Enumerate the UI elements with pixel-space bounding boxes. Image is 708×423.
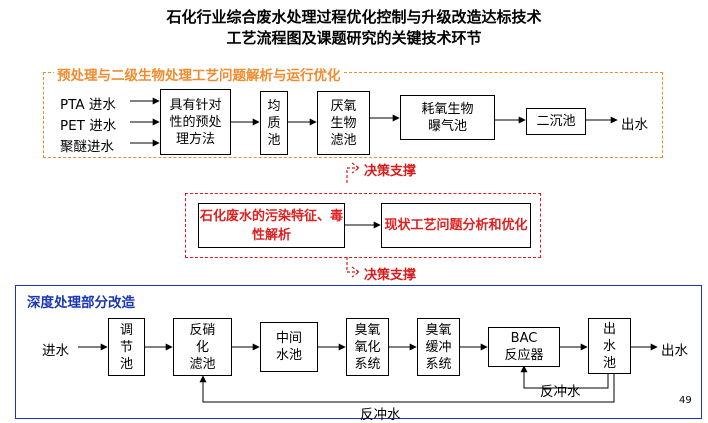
page-subtitle: 工艺流程图及课题研究的关键技术环节 xyxy=(226,29,482,47)
intermediate-tank-box: 中间水池 xyxy=(260,322,318,372)
backwash-small-line xyxy=(520,365,609,389)
polyether-inflow-label: 聚醚进水 xyxy=(60,139,114,155)
ozone-buffer-box: 臭氧缓冲系统 xyxy=(417,318,460,376)
pet-inflow-label: PET 进水 xyxy=(60,118,117,134)
ozone-oxidation-box: 臭氧氧化系统 xyxy=(346,318,389,376)
advanced-treatment-panel xyxy=(15,285,702,419)
pollution-characteristics-box: 石化废水的污染特征、毒性解析 xyxy=(198,203,345,248)
regulating-tank-box: 调节池 xyxy=(108,318,145,376)
advanced-treatment-panel-label: 深度处理部分改造 xyxy=(24,291,138,311)
decision-arrow-2 xyxy=(346,257,361,278)
anaerobic-filter-box: 厌氧生物滤池 xyxy=(317,91,370,155)
pretreatment-panel-label: 预处理与二级生物处理工艺问题解析与运行优化 xyxy=(54,64,344,84)
aerobic-aeration-tank-box: 耗氧生物曝气池 xyxy=(400,95,495,140)
process-analysis-box: 现状工艺问题分析和优化 xyxy=(381,203,531,248)
top-outflow-label: 出水 xyxy=(621,117,648,133)
pretreatment-method-box: 具有针对性的预处理方法 xyxy=(160,89,231,155)
bottom-outflow-label: 出水 xyxy=(661,343,688,359)
page-number: 49 xyxy=(679,395,692,406)
denitrification-filter-box: 反硝化滤池 xyxy=(173,318,232,376)
pretreatment-panel xyxy=(43,72,663,158)
decision-support-label-2: 决策支撑 xyxy=(364,268,417,283)
decision-arrow-1 xyxy=(346,162,361,183)
backwash-large-label: 反冲水 xyxy=(360,407,401,423)
page-title: 石化行业综合废水处理过程优化控制与升级改造达标技术 xyxy=(166,8,542,26)
equalization-tank-box: 均质池 xyxy=(260,91,288,155)
outflow-pool-box: 出水池 xyxy=(588,318,631,374)
decision-support-label-1: 决策支撑 xyxy=(364,164,417,179)
analysis-panel xyxy=(185,193,541,258)
pta-inflow-label: PTA 进水 xyxy=(60,97,116,113)
backwash-small-label: 反冲水 xyxy=(540,384,581,400)
secondary-clarifier-box: 二沉池 xyxy=(526,108,586,135)
backwash-large-line xyxy=(199,374,615,403)
bottom-inflow-label: 进水 xyxy=(42,343,69,359)
